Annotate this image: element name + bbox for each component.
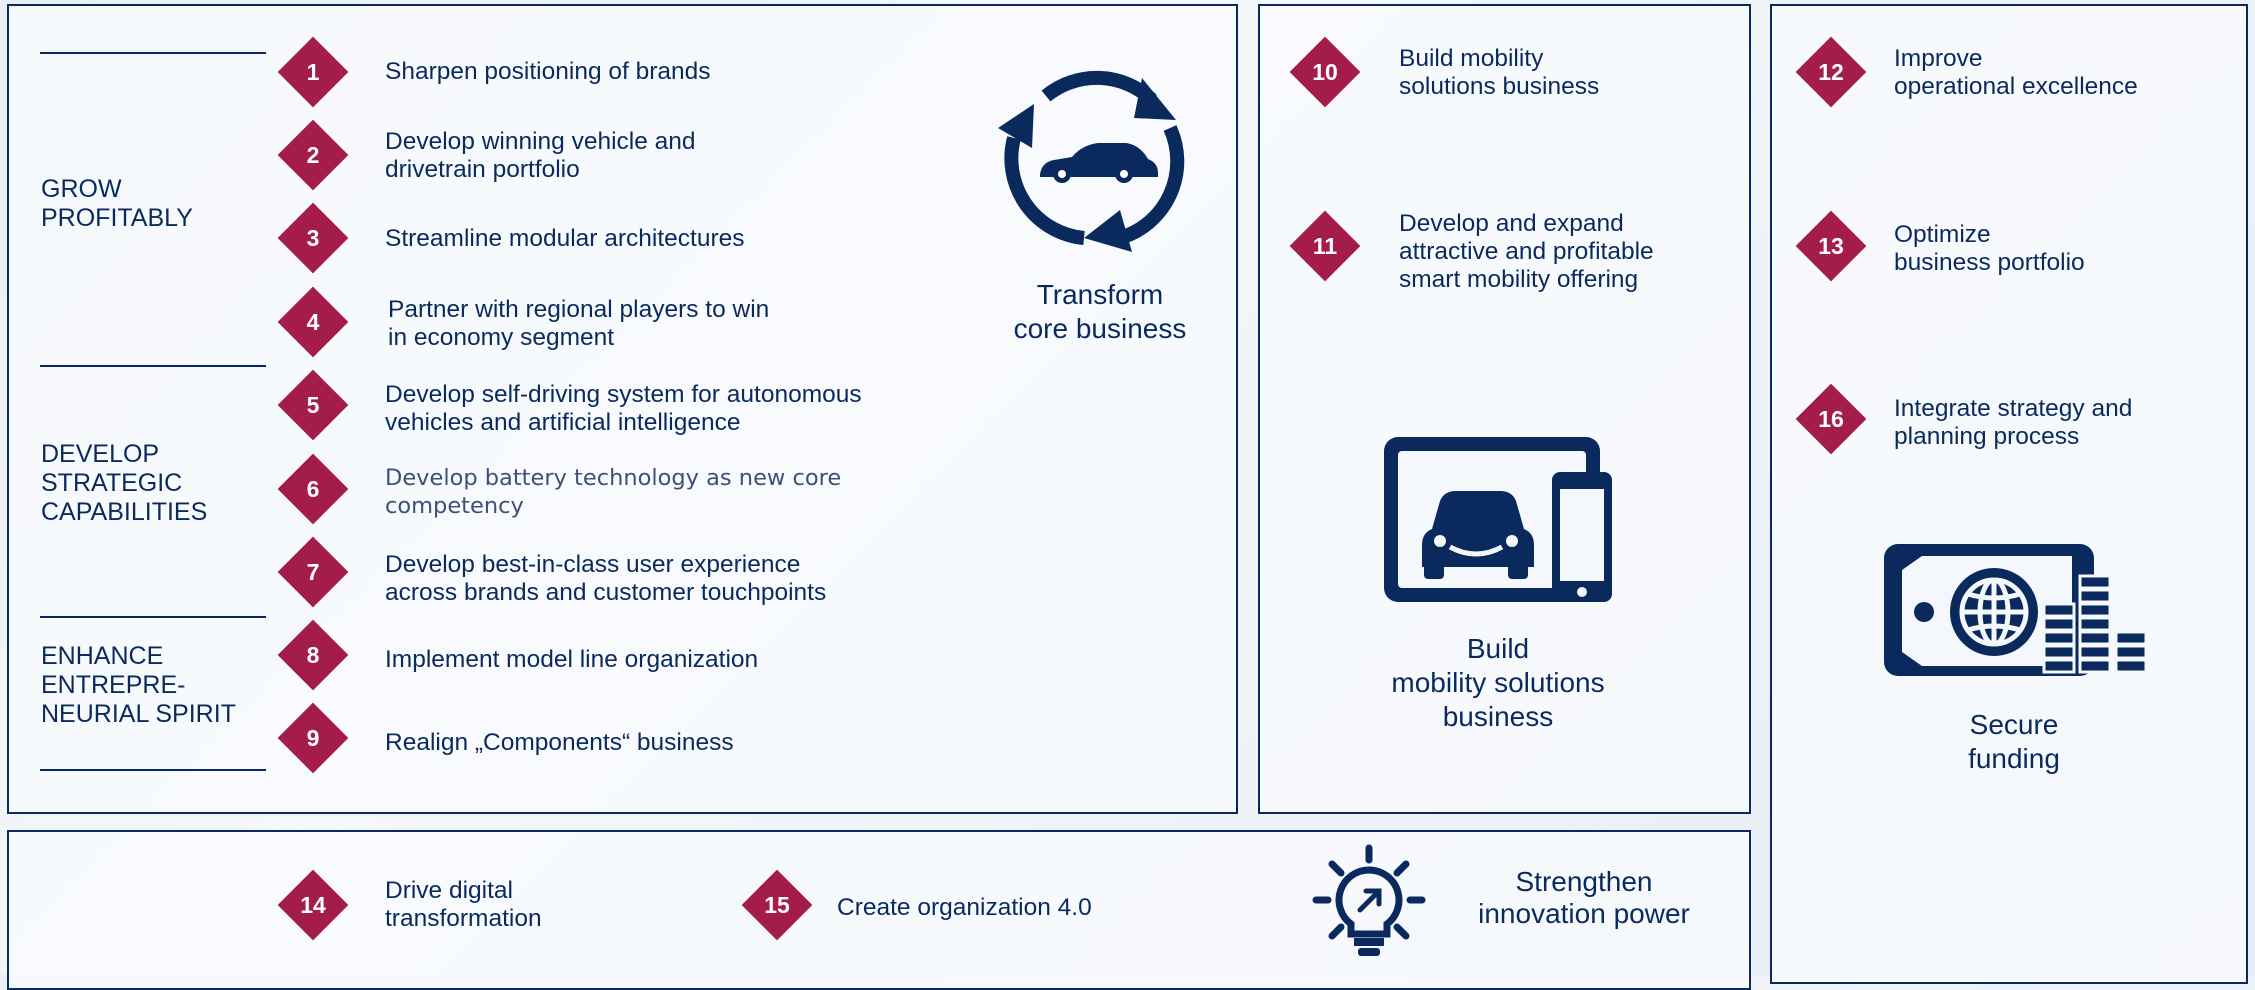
item-1-number: 1	[306, 59, 320, 85]
item-5-number: 5	[306, 392, 320, 418]
item-11-number: 11	[1312, 233, 1338, 259]
item-13-number: 13	[1818, 233, 1844, 259]
item-2-text: Develop winning vehicle and drivetrain p…	[385, 128, 696, 183]
category-develop-strategic-capabilities: DEVELOP STRATEGIC CAPABILITIES	[41, 440, 208, 526]
category-divider	[40, 365, 266, 367]
item-11-text: Develop and expand attractive and profit…	[1399, 210, 1654, 293]
item-14-text: Drive digital transformation	[385, 877, 542, 932]
category-divider	[40, 769, 266, 771]
item-8-text: Implement model line organization	[385, 646, 759, 673]
item-12-text: Improve operational excellence	[1894, 45, 2138, 100]
money-globe-icon	[1884, 544, 2148, 676]
item-3-text: Streamline modular architectures	[385, 225, 745, 252]
item-3-number: 3	[306, 225, 320, 251]
item-7-number: 7	[306, 559, 320, 585]
mobility-panel	[1258, 4, 1751, 814]
caption-secure-funding: Secure funding	[1968, 709, 2060, 774]
item-9-number: 9	[306, 725, 320, 751]
item-15-text: Create organization 4.0	[837, 894, 1092, 921]
item-16-number: 16	[1818, 406, 1844, 432]
item-6-text: Develop battery technology as new core c…	[385, 465, 842, 519]
item-9-text: Realign „Components“ business	[385, 729, 734, 756]
funding-panel	[1770, 4, 2248, 984]
item-13-text: Optimize business portfolio	[1894, 221, 2085, 276]
lightbulb-icon	[1312, 844, 1426, 956]
item-15-number: 15	[764, 892, 790, 918]
caption-build-mobility: Build mobility solutions business	[1391, 633, 1605, 732]
item-7-text: Develop best-in-class user experience ac…	[385, 551, 827, 606]
category-enhance-entrepreneurial-spirit: ENHANCE ENTREPRE- NEURIAL SPIRIT	[41, 642, 236, 728]
tablet-phone-car-icon	[1384, 437, 1612, 602]
item-8-number: 8	[306, 642, 320, 668]
caption-transform-core-business: Transform core business	[1013, 279, 1187, 344]
caption-strengthen-innovation: Strengthen innovation power	[1478, 866, 1690, 929]
item-2-number: 2	[306, 142, 320, 168]
item-14-number: 14	[300, 892, 326, 918]
category-divider	[40, 52, 266, 54]
recycle-car-icon	[998, 70, 1185, 252]
item-6-number: 6	[306, 476, 320, 502]
item-1-text: Sharpen positioning of brands	[385, 58, 711, 85]
item-16-text: Integrate strategy and planning process	[1894, 395, 2133, 450]
item-10-number: 10	[1312, 59, 1338, 85]
item-4-number: 4	[306, 309, 320, 335]
item-12-number: 12	[1818, 59, 1844, 85]
item-5-text: Develop self-driving system for autonomo…	[385, 381, 862, 436]
category-divider	[40, 616, 266, 618]
item-10-text: Build mobility solutions business	[1399, 45, 1600, 100]
core-business-panel	[7, 4, 1238, 814]
category-grow-profitably: GROW PROFITABLY	[41, 175, 193, 232]
item-4-text: Partner with regional players to win in …	[388, 296, 770, 351]
